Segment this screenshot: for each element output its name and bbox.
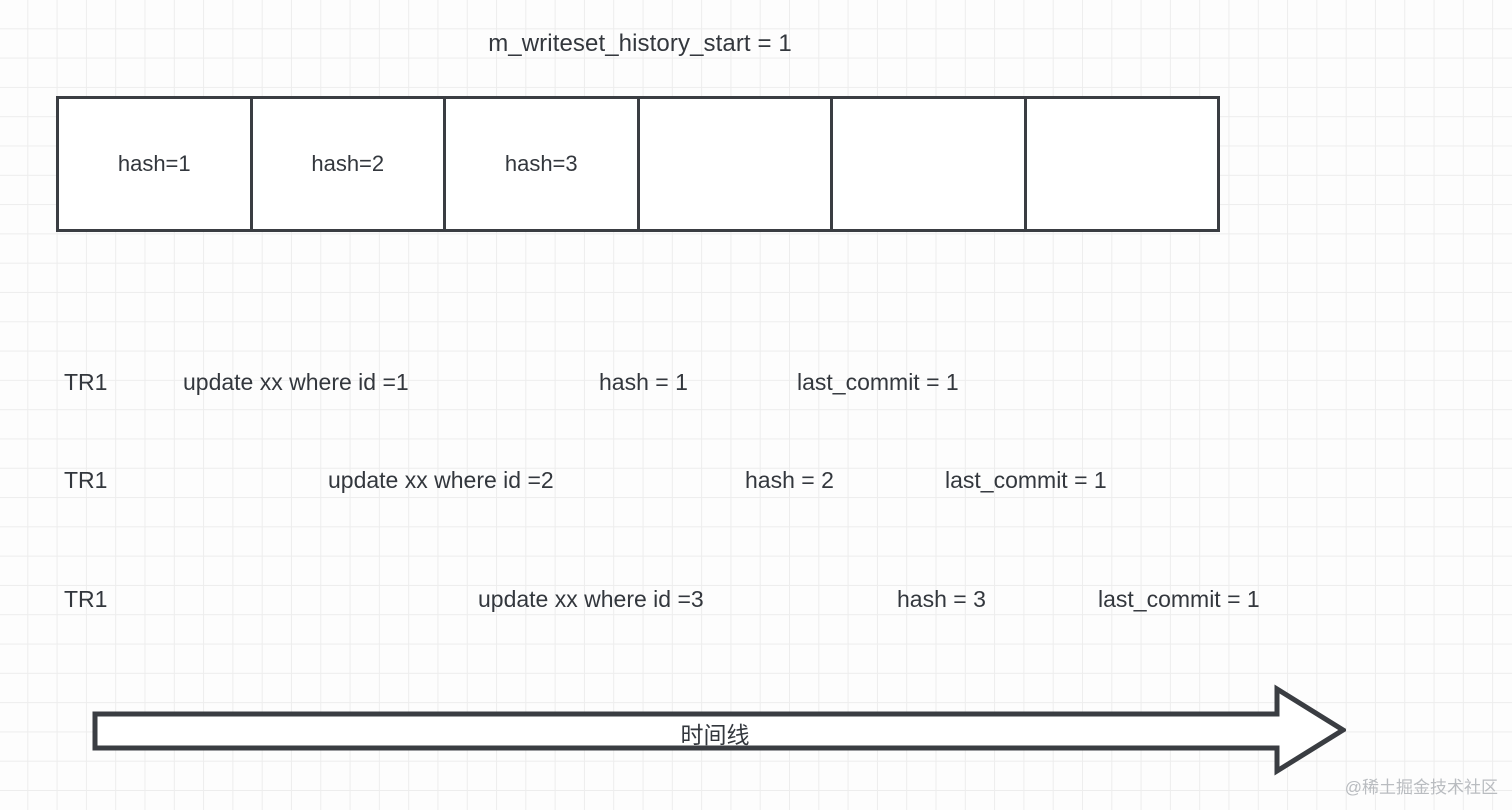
buffer-cell-1: hash=2 (252, 99, 446, 229)
transaction-row: TR1 update xx where id =2 hash = 2 last_… (0, 467, 1512, 499)
transaction-name: TR1 (64, 369, 108, 395)
timeline-arrow-icon (92, 684, 1346, 776)
timeline-arrow-shape (92, 684, 1346, 776)
transaction-hash: hash = 1 (599, 369, 688, 395)
transaction-name: TR1 (64, 467, 108, 493)
transaction-last-commit: last_commit = 1 (945, 467, 1107, 493)
writeset-history-buffer: hash=1 hash=2 hash=3 (56, 96, 1220, 232)
transaction-last-commit: last_commit = 1 (797, 369, 959, 395)
buffer-cell-4 (833, 99, 1027, 229)
transaction-statement: update xx where id =2 (328, 467, 554, 493)
transaction-name: TR1 (64, 586, 108, 612)
transaction-row: TR1 update xx where id =3 hash = 3 last_… (0, 586, 1512, 618)
page-title: m_writeset_history_start = 1 (488, 30, 792, 57)
transaction-row: TR1 update xx where id =1 hash = 1 last_… (0, 369, 1512, 401)
buffer-cell-label: hash=1 (117, 151, 191, 176)
buffer-cell-2: hash=3 (446, 99, 640, 229)
buffer-cell-0: hash=1 (59, 99, 253, 229)
buffer-cell-3 (639, 99, 833, 229)
watermark: @稀土掘金技术社区 (1344, 778, 1498, 797)
transaction-hash: hash = 3 (897, 586, 986, 612)
block-arrow-outline (92, 684, 1346, 776)
transaction-last-commit: last_commit = 1 (1098, 586, 1260, 612)
transaction-hash: hash = 2 (745, 467, 834, 493)
buffer-cell-label: hash=2 (311, 151, 385, 176)
transaction-statement: update xx where id =3 (478, 586, 704, 612)
transaction-statement: update xx where id =1 (183, 369, 409, 395)
buffer-cell-5 (1026, 99, 1217, 229)
buffer-cell-label: hash=3 (504, 151, 578, 176)
